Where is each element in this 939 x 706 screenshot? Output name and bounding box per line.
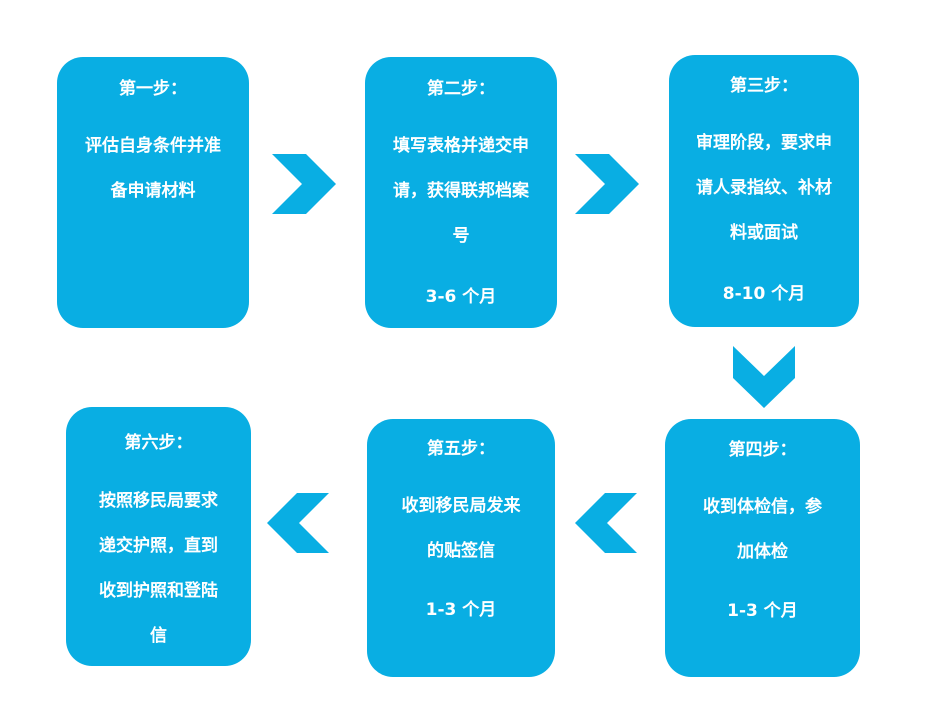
step-3-box: 第三步： 审理阶段，要求申 请人录指纹、补材 料或面试 8-10 个月: [669, 55, 859, 327]
step-5-line-1: 收到移民局发来: [401, 496, 521, 516]
step-6-box: 第六步： 按照移民局要求 递交护照，直到 收到护照和登陆 信: [66, 407, 251, 666]
step-3-description: 审理阶段，要求申 请人录指纹、补材 料或面试: [683, 121, 845, 256]
chevron-right-icon: [575, 154, 639, 214]
step-1-description: 评估自身条件并准 备申请材料: [71, 124, 235, 214]
step-5-box: 第五步： 收到移民局发来 的贴签信 1-3 个月: [367, 419, 555, 677]
step-2-title: 第二步：: [427, 79, 495, 99]
step-4-duration: 1-3 个月: [727, 601, 798, 621]
step-6-line-2: 递交护照，直到: [99, 536, 218, 556]
step-4-title: 第四步：: [728, 440, 797, 460]
step-5-duration: 1-3 个月: [425, 600, 497, 620]
step-4-line-1: 收到体检信，参: [703, 497, 822, 517]
step-3-title: 第三步：: [730, 76, 798, 96]
step-2-duration: 3-6 个月: [425, 287, 497, 307]
chevron-right-icon: [272, 154, 336, 214]
chevron-left-icon: [575, 493, 637, 553]
step-6-description: 按照移民局要求 递交护照，直到 收到护照和登陆 信: [74, 479, 243, 659]
step-3-duration: 8-10 个月: [722, 284, 806, 304]
step-6-title: 第六步：: [124, 433, 193, 453]
step-4-description: 收到体检信，参 加体检: [679, 485, 846, 575]
step-4-line-2: 加体检: [737, 542, 788, 562]
chevron-left-icon: [267, 493, 329, 553]
step-2-description: 填写表格并递交申 请，获得联邦档案 号: [379, 124, 543, 259]
step-3-line-1: 审理阶段，要求申: [696, 133, 832, 153]
step-1-line-2: 备申请材料: [110, 181, 196, 201]
step-5-title: 第五步：: [427, 439, 495, 459]
step-6-line-3: 收到护照和登陆: [99, 581, 218, 601]
step-1-title: 第一步：: [119, 79, 187, 99]
step-5-line-2: 的贴签信: [427, 541, 495, 561]
step-3-line-3: 料或面试: [730, 223, 798, 243]
step-6-line-4: 信: [150, 626, 167, 646]
step-2-line-2: 请，获得联邦档案: [393, 181, 529, 201]
step-2-box: 第二步： 填写表格并递交申 请，获得联邦档案 号 3-6 个月: [365, 57, 557, 328]
step-5-description: 收到移民局发来 的贴签信: [381, 484, 541, 574]
step-1-box: 第一步： 评估自身条件并准 备申请材料: [57, 57, 249, 328]
step-3-line-2: 请人录指纹、补材: [696, 178, 832, 198]
step-4-box: 第四步： 收到体检信，参 加体检 1-3 个月: [665, 419, 860, 677]
chevron-down-icon: [733, 346, 795, 408]
step-6-line-1: 按照移民局要求: [99, 491, 218, 511]
step-1-line-1: 评估自身条件并准: [85, 136, 221, 156]
step-2-line-1: 填写表格并递交申: [393, 136, 529, 156]
step-2-line-3: 号: [452, 226, 470, 246]
